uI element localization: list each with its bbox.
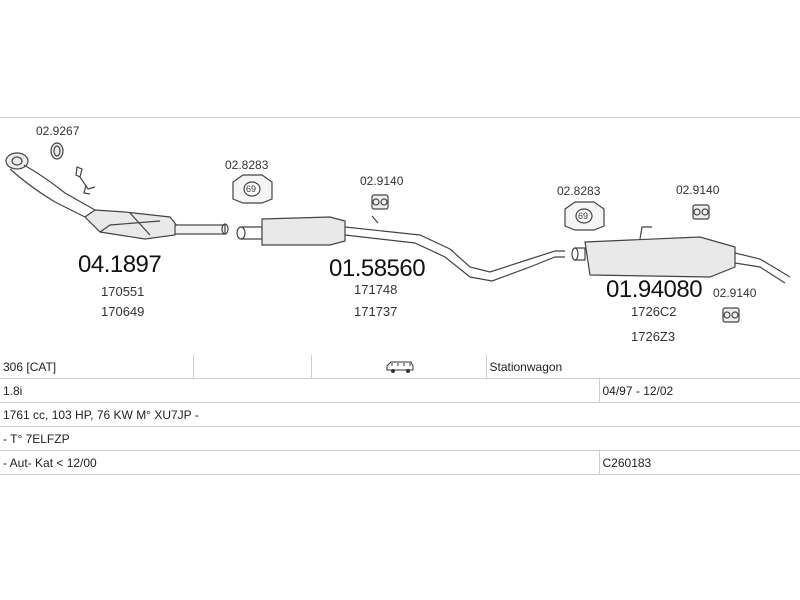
spec-row-engine: 1.8i 04/97 - 12/02 [0,378,800,403]
part-ref-1726C2: 1726C2 [631,304,677,319]
part-ref-171748: 171748 [354,282,398,297]
part-label-02-8283-2: 02.8283 [557,184,601,198]
details-cell: 1761 cc, 103 HP, 76 KW M° XU7JP - [0,402,800,427]
hanger-02-9140-part-3[interactable] [722,307,740,323]
model-cell: 306 [CAT] [0,355,193,379]
clamp-02-8283-part-2[interactable] [564,201,605,231]
middle-silencer-part[interactable] [236,216,565,282]
spec-row-note: - Aut- Kat < 12/00 C260183 [0,450,800,475]
type-code-cell: - T° 7ELFZP [0,426,800,451]
exhaust-system-diagram: 02.9267 04.1897 170551 170649 02.8283 69… [0,117,800,355]
rear-silencer-part[interactable] [571,226,791,284]
spec-row-type-code: - T° 7ELFZP [0,426,800,451]
hanger-02-9140-part-1[interactable] [371,194,389,224]
spec-row-details: 1761 cc, 103 HP, 76 KW M° XU7JP - [0,402,800,427]
clamp-badge-69: 69 [246,184,257,194]
part-ref-170551: 170551 [101,284,145,299]
vehicle-spec-table: 306 [CAT] Stationwagon 1.8i 04/97 - 12/0… [0,355,800,475]
part-code-04-1897[interactable]: 04.1897 [78,251,162,278]
part-label-02-9140: 02.9140 [360,174,404,188]
part-ref-170649: 170649 [101,304,145,319]
part-ref-1726Z3: 1726Z3 [631,329,676,344]
part-code-01-58560[interactable]: 01.58560 [329,255,426,282]
top-rule [0,117,800,118]
part-label-02-9267: 02.9267 [36,124,80,138]
body-type-cell: Stationwagon [485,355,800,379]
part-label-02-8283: 02.8283 [225,158,269,172]
hanger-02-9140-part-2[interactable] [692,204,710,220]
catalytic-converter-part[interactable] [5,152,229,240]
part-code-01-94080[interactable]: 01.94080 [606,276,703,303]
clamp-badge-69-2: 69 [578,211,589,221]
clamp-02-8283-part[interactable] [232,174,273,204]
station-wagon-icon [386,361,414,373]
note-cell: - Aut- Kat < 12/00 [0,450,599,475]
period-cell: 04/97 - 12/02 [598,378,800,403]
catalog-number-cell: C260183 [598,450,800,475]
exhaust-drawing [5,142,791,323]
part-label-02-9140-3: 02.9140 [713,286,757,300]
part-ref-171737: 171737 [354,304,398,319]
gasket-02-9267-part[interactable] [50,142,96,195]
spec-row-model: 306 [CAT] Stationwagon [0,355,800,379]
engine-cell: 1.8i [0,378,599,403]
part-label-02-9140-2: 02.9140 [676,183,720,197]
